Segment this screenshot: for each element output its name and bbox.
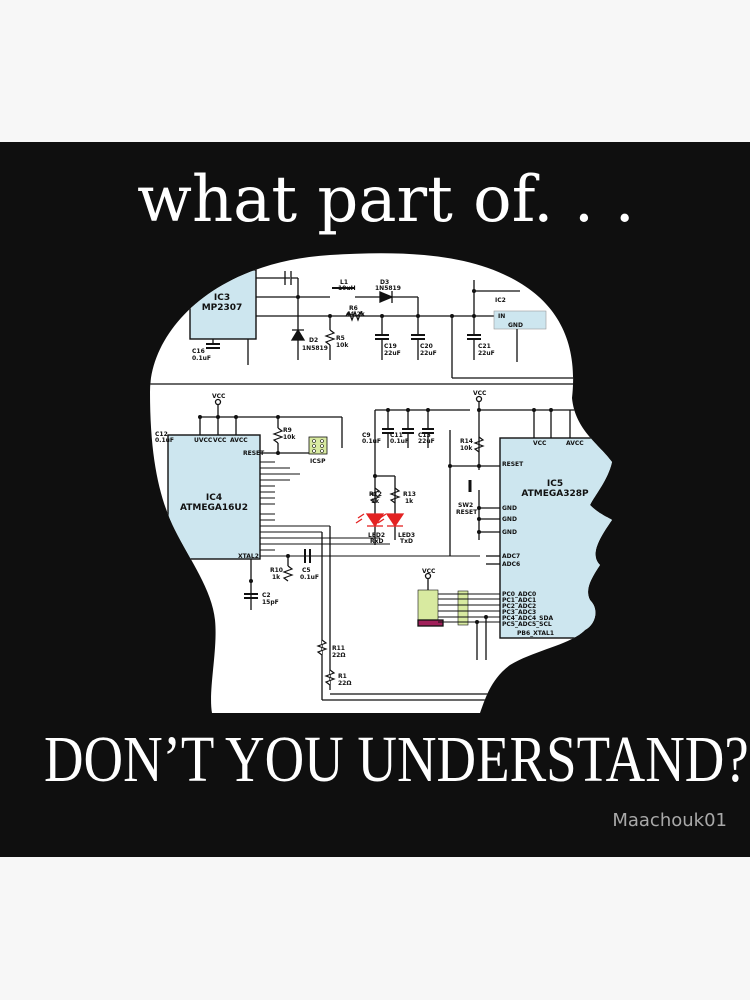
r11-ref: R11 xyxy=(332,645,345,652)
r14-ref: R14 xyxy=(460,438,473,445)
ic5-pc2-pin: PC2_ADC2 xyxy=(502,603,536,610)
r9-ref: R9 xyxy=(283,427,292,434)
c5-ref: C5 xyxy=(302,567,311,574)
r9-value: 10k xyxy=(283,434,296,441)
ic4-part: ATMEGA16U2 xyxy=(180,503,248,513)
ic5-vcc-pin: VCC xyxy=(533,440,547,447)
icsp-label: ICSP xyxy=(310,458,326,465)
c20-value: 22uF xyxy=(420,350,437,357)
c12-value: 0.1uF xyxy=(155,437,174,444)
ic5-pc5-pin: PC5_ADC5_SCL xyxy=(502,621,552,628)
c9-ref: C9 xyxy=(362,432,371,439)
ic2-in: IN xyxy=(498,313,505,320)
ic4-reset-pin: RESET xyxy=(243,450,265,457)
d2-ref: D2 xyxy=(309,337,318,344)
vcc-label-ic4: VCC xyxy=(212,393,226,400)
headline-top: what part of. . . xyxy=(137,163,635,237)
sw2-ref: SW2 xyxy=(458,502,473,509)
c19-ref: C19 xyxy=(384,343,397,350)
r5-ref: R5 xyxy=(336,335,345,342)
c21-ref: C21 xyxy=(478,343,491,350)
c16-ref: C16 xyxy=(192,348,205,355)
vcc-label-header: VCC xyxy=(422,568,436,575)
r13-value: 1k xyxy=(405,498,414,505)
c11-value: 0.1uF xyxy=(390,438,409,445)
ic2-name: IC2 xyxy=(495,297,506,304)
ic4-uvcc-pin: UVCC xyxy=(194,437,213,444)
ic3-name: IC3 xyxy=(214,293,230,303)
r11-value: 22Ω xyxy=(332,652,345,659)
ic5-gnd-pin-1: GND xyxy=(502,505,517,512)
r10-value: 1k xyxy=(272,574,281,581)
r6-ref: R6 xyxy=(349,305,358,312)
d3-ref: D3 xyxy=(380,279,389,286)
c16-value: 0.1uF xyxy=(192,355,211,362)
ic5-gnd-pin-3: GND xyxy=(502,529,517,536)
ic5-pc4-pin: PC4_ADC4_SDA xyxy=(502,615,553,622)
led3-name: LED3 xyxy=(398,532,415,539)
ic3-part: MP2307 xyxy=(202,303,243,313)
c2-value: 15pF xyxy=(262,599,279,606)
vcc-label-ic5: VCC xyxy=(473,390,487,397)
ic5-part: ATMEGA328P xyxy=(521,489,589,499)
ic5-avcc-pin: AVCC xyxy=(566,440,584,447)
c21-value: 22uF xyxy=(478,350,495,357)
c13-value: 22uF xyxy=(418,438,435,445)
ic5-reset-pin: RESET xyxy=(502,461,524,468)
ic5-adc7-pin: ADC7 xyxy=(502,553,520,560)
c2-ref: C2 xyxy=(262,592,271,599)
ic4-vcc-pin: VCC xyxy=(213,437,227,444)
ic2-gnd: GND xyxy=(508,322,523,329)
ic4-xtal2-pin: XTAL2 xyxy=(238,553,259,560)
c5-value: 0.1uF xyxy=(300,574,319,581)
d3-value: 1N5819 xyxy=(375,285,401,292)
artist-watermark: Maachouk01 xyxy=(612,810,727,831)
l1-ref: L1 xyxy=(340,279,348,286)
c11-ref: C11 xyxy=(390,432,403,439)
ic5-pc1-pin: PC1_ADC1 xyxy=(502,597,536,604)
ic5-adc6-pin: ADC6 xyxy=(502,561,520,568)
c20-ref: C20 xyxy=(420,343,433,350)
ic5-gnd-pin-2: GND xyxy=(502,516,517,523)
c9-value: 0.1uF xyxy=(362,438,381,445)
sw2-value: RESET xyxy=(456,509,478,516)
c12-ref: C12 xyxy=(155,431,168,438)
r10-ref: R10 xyxy=(270,567,283,574)
r14-value: 10k xyxy=(460,445,473,452)
led2-name: LED2 xyxy=(368,532,385,539)
r12-value: 1k xyxy=(371,498,380,505)
r5-value: 10k xyxy=(336,342,349,349)
r1-ref: R1 xyxy=(338,673,347,680)
ic4-name: IC4 xyxy=(206,493,222,503)
r6-value: 44.2k xyxy=(346,311,366,318)
ic5-pc3-pin: PC3_ADC3 xyxy=(502,609,536,616)
r1-value: 22Ω xyxy=(338,680,351,687)
led3-label: TxD xyxy=(400,538,413,545)
r12-ref: R12 xyxy=(369,491,382,498)
c13-ref: C13 xyxy=(418,432,431,439)
ic4-avcc-pin: AVCC xyxy=(230,437,248,444)
headline-bottom: DON’T YOU UNDERSTAND? xyxy=(44,723,749,796)
ic5-xtal1-pin: PB6_XTAL1 xyxy=(517,630,554,637)
c19-value: 22uF xyxy=(384,350,401,357)
d2-value: 1N5819 xyxy=(302,345,328,352)
ic5-pc0-pin: PC0_ADC0 xyxy=(502,591,536,598)
led2-label: RxD xyxy=(370,538,383,545)
r13-ref: R13 xyxy=(403,491,416,498)
l1-value: 10uH xyxy=(338,285,356,292)
ic5-name: IC5 xyxy=(547,479,563,489)
